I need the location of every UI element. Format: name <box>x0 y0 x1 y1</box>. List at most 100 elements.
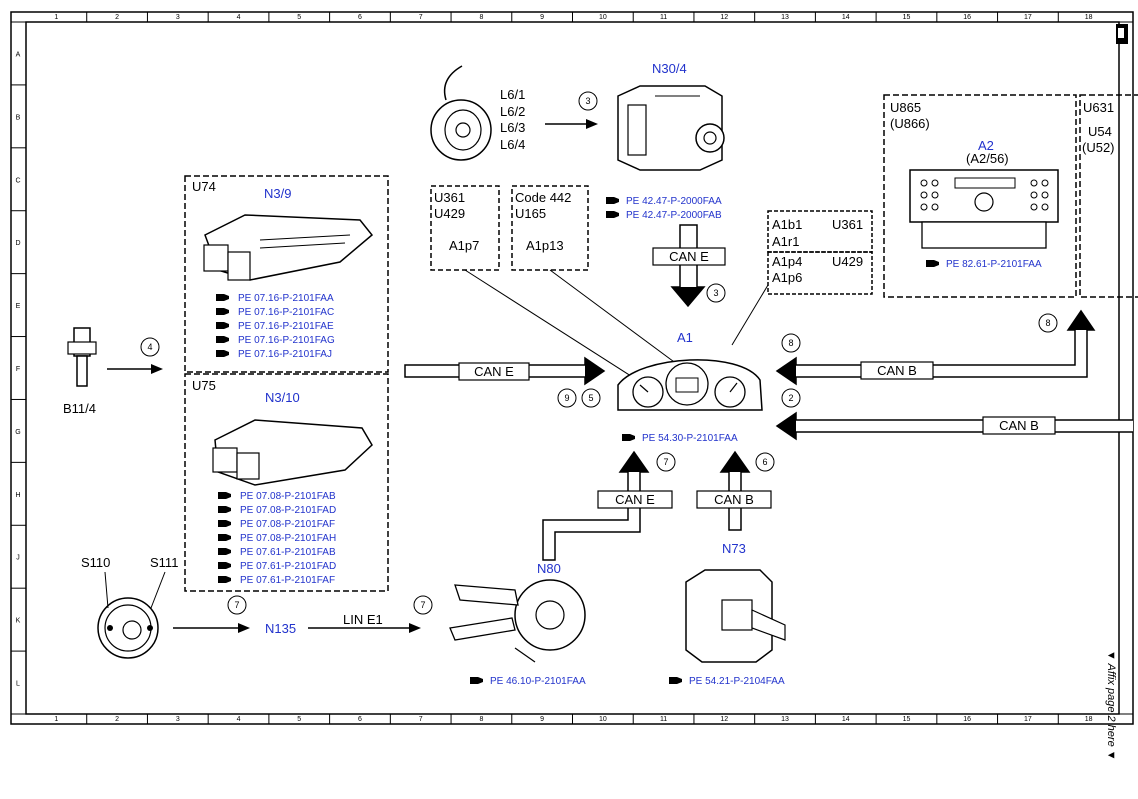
grid-col-label: 5 <box>297 14 301 21</box>
grid-col-label: 18 <box>1085 716 1093 723</box>
corner-logo <box>1116 24 1128 44</box>
reference-icon <box>216 294 229 301</box>
grid-col-label: 3 <box>176 14 180 21</box>
b11-4-label: B11/4 <box>63 401 96 416</box>
label-l6-1: L6/1 <box>500 87 525 102</box>
grid-row-label: B <box>16 114 21 121</box>
reference-link[interactable]: PE 07.61-P-2101FAB <box>240 547 336 558</box>
reference-link[interactable]: PE 07.16-P-2101FAE <box>238 321 334 332</box>
reference-icon <box>216 308 229 315</box>
grid-col-label: 10 <box>599 14 607 21</box>
bus-label-can-b-lower: CAN B <box>999 418 1039 433</box>
marker-number: 3 <box>585 96 590 106</box>
grid-col-label: 15 <box>903 716 911 723</box>
grid-col-label: 6 <box>358 716 362 723</box>
abs-module-icon <box>617 85 725 171</box>
grid-col-label: 15 <box>903 14 911 21</box>
reference-link[interactable]: PE 07.61-P-2101FAD <box>240 561 336 572</box>
marker-number: 6 <box>762 457 767 467</box>
grid-col-label: 6 <box>358 14 362 21</box>
reference-icon <box>218 492 231 499</box>
a1p13-label: A1p13 <box>526 238 564 253</box>
grid-col-label: 10 <box>599 716 607 723</box>
reference-link[interactable]: PE 07.16-P-2101FAG <box>238 335 335 346</box>
reference-link[interactable]: PE 07.61-P-2101FAF <box>240 575 335 586</box>
n30-4-title: N30/4 <box>652 61 687 76</box>
a2-code-1: U865 <box>890 100 921 115</box>
grid-col-label: 1 <box>54 716 58 723</box>
marker-circle <box>413 595 433 615</box>
bus-label-can-e-left: CAN E <box>474 364 514 379</box>
reference-icon <box>216 322 229 329</box>
grid-col-label: 2 <box>115 716 119 723</box>
a2-code-2: (U866) <box>890 116 930 131</box>
transmission-ecu-icon <box>212 419 373 486</box>
grid-col-label: 9 <box>540 14 544 21</box>
grid-col-label: 13 <box>781 14 789 21</box>
a1p7-label: A1p7 <box>449 238 479 253</box>
grid-col-label: 13 <box>781 716 789 723</box>
a2-title: A2 <box>978 138 994 153</box>
reference-link[interactable]: PE 07.16-P-2101FAJ <box>238 349 332 360</box>
right-box-code-2: U54 <box>1088 124 1112 139</box>
reference-link[interactable]: PE 07.08-P-2101FAD <box>240 505 336 516</box>
grid-row-label: H <box>15 492 20 499</box>
grid-row-label: C <box>15 177 20 184</box>
reference-link[interactable]: PE 07.16-P-2101FAC <box>238 307 334 318</box>
grid-row-label: J <box>16 555 20 562</box>
s111-label: S111 <box>150 555 178 570</box>
a1p13-code-1: Code 442 <box>515 190 571 205</box>
marker-circle <box>781 333 801 353</box>
bus-label-can-b-a2: CAN B <box>877 363 917 378</box>
u75-code: U75 <box>192 378 216 393</box>
marker-number: 8 <box>1045 318 1050 328</box>
grid-col-label: 8 <box>479 716 483 723</box>
marker-circle <box>706 283 726 303</box>
grid-col-label: 4 <box>237 14 241 21</box>
steering-column-module-icon <box>449 579 586 663</box>
marker-number: 4 <box>147 342 152 352</box>
grid-col-label: 16 <box>963 14 971 21</box>
reference-link[interactable]: PE 07.08-P-2101FAB <box>240 491 336 502</box>
marker-number: 8 <box>788 338 793 348</box>
n73-ref: PE 54.21-P-2104FAA <box>689 676 785 687</box>
a1p7-code-1: U361 <box>434 190 465 205</box>
temperature-sensor-icon <box>67 327 97 387</box>
grid-col-label: 7 <box>419 14 423 21</box>
n3-10-title: N3/10 <box>265 390 300 405</box>
a1b1-label: A1b1 <box>772 217 802 232</box>
grid-col-label: 7 <box>419 716 423 723</box>
grid-col-label: 14 <box>842 14 850 21</box>
reference-icon <box>216 336 229 343</box>
marker-circle <box>581 388 601 408</box>
reference-icon <box>218 506 231 513</box>
instrument-cluster-icon <box>617 359 763 411</box>
drawing-frame: 1122334455667788991010111112121313141415… <box>10 11 1134 725</box>
a1p6-label: A1p6 <box>772 270 802 285</box>
grid-col-label: 1 <box>54 14 58 21</box>
a1b1-code: U361 <box>832 217 863 232</box>
reference-icon <box>218 576 231 583</box>
grid-row-label: G <box>15 429 20 436</box>
marker-number: 7 <box>663 457 668 467</box>
grid-col-label: 3 <box>176 716 180 723</box>
reference-link[interactable]: PE 07.16-P-2101FAA <box>238 293 334 304</box>
a1r1-label: A1r1 <box>772 234 799 249</box>
label-l6-2: L6/2 <box>500 104 525 119</box>
reference-link[interactable]: PE 07.08-P-2101FAF <box>240 519 335 530</box>
marker-circle <box>755 452 775 472</box>
reference-icon <box>218 562 231 569</box>
reference-link[interactable]: PE 07.08-P-2101FAH <box>240 533 336 544</box>
grid-row-label: K <box>16 618 21 625</box>
ignition-switch-icon <box>685 569 786 663</box>
marker-circle <box>227 595 247 615</box>
grid-col-label: 12 <box>720 716 728 723</box>
grid-col-label: 14 <box>842 716 850 723</box>
grid-col-label: 12 <box>720 14 728 21</box>
marker-circle <box>557 388 577 408</box>
bus-label-lin-e1: LIN E1 <box>343 612 383 627</box>
reference-icon <box>218 520 231 527</box>
grid-col-label: 4 <box>237 716 241 723</box>
right-box-code-3: (U52) <box>1082 140 1115 155</box>
n3-9-title: N3/9 <box>264 186 291 201</box>
